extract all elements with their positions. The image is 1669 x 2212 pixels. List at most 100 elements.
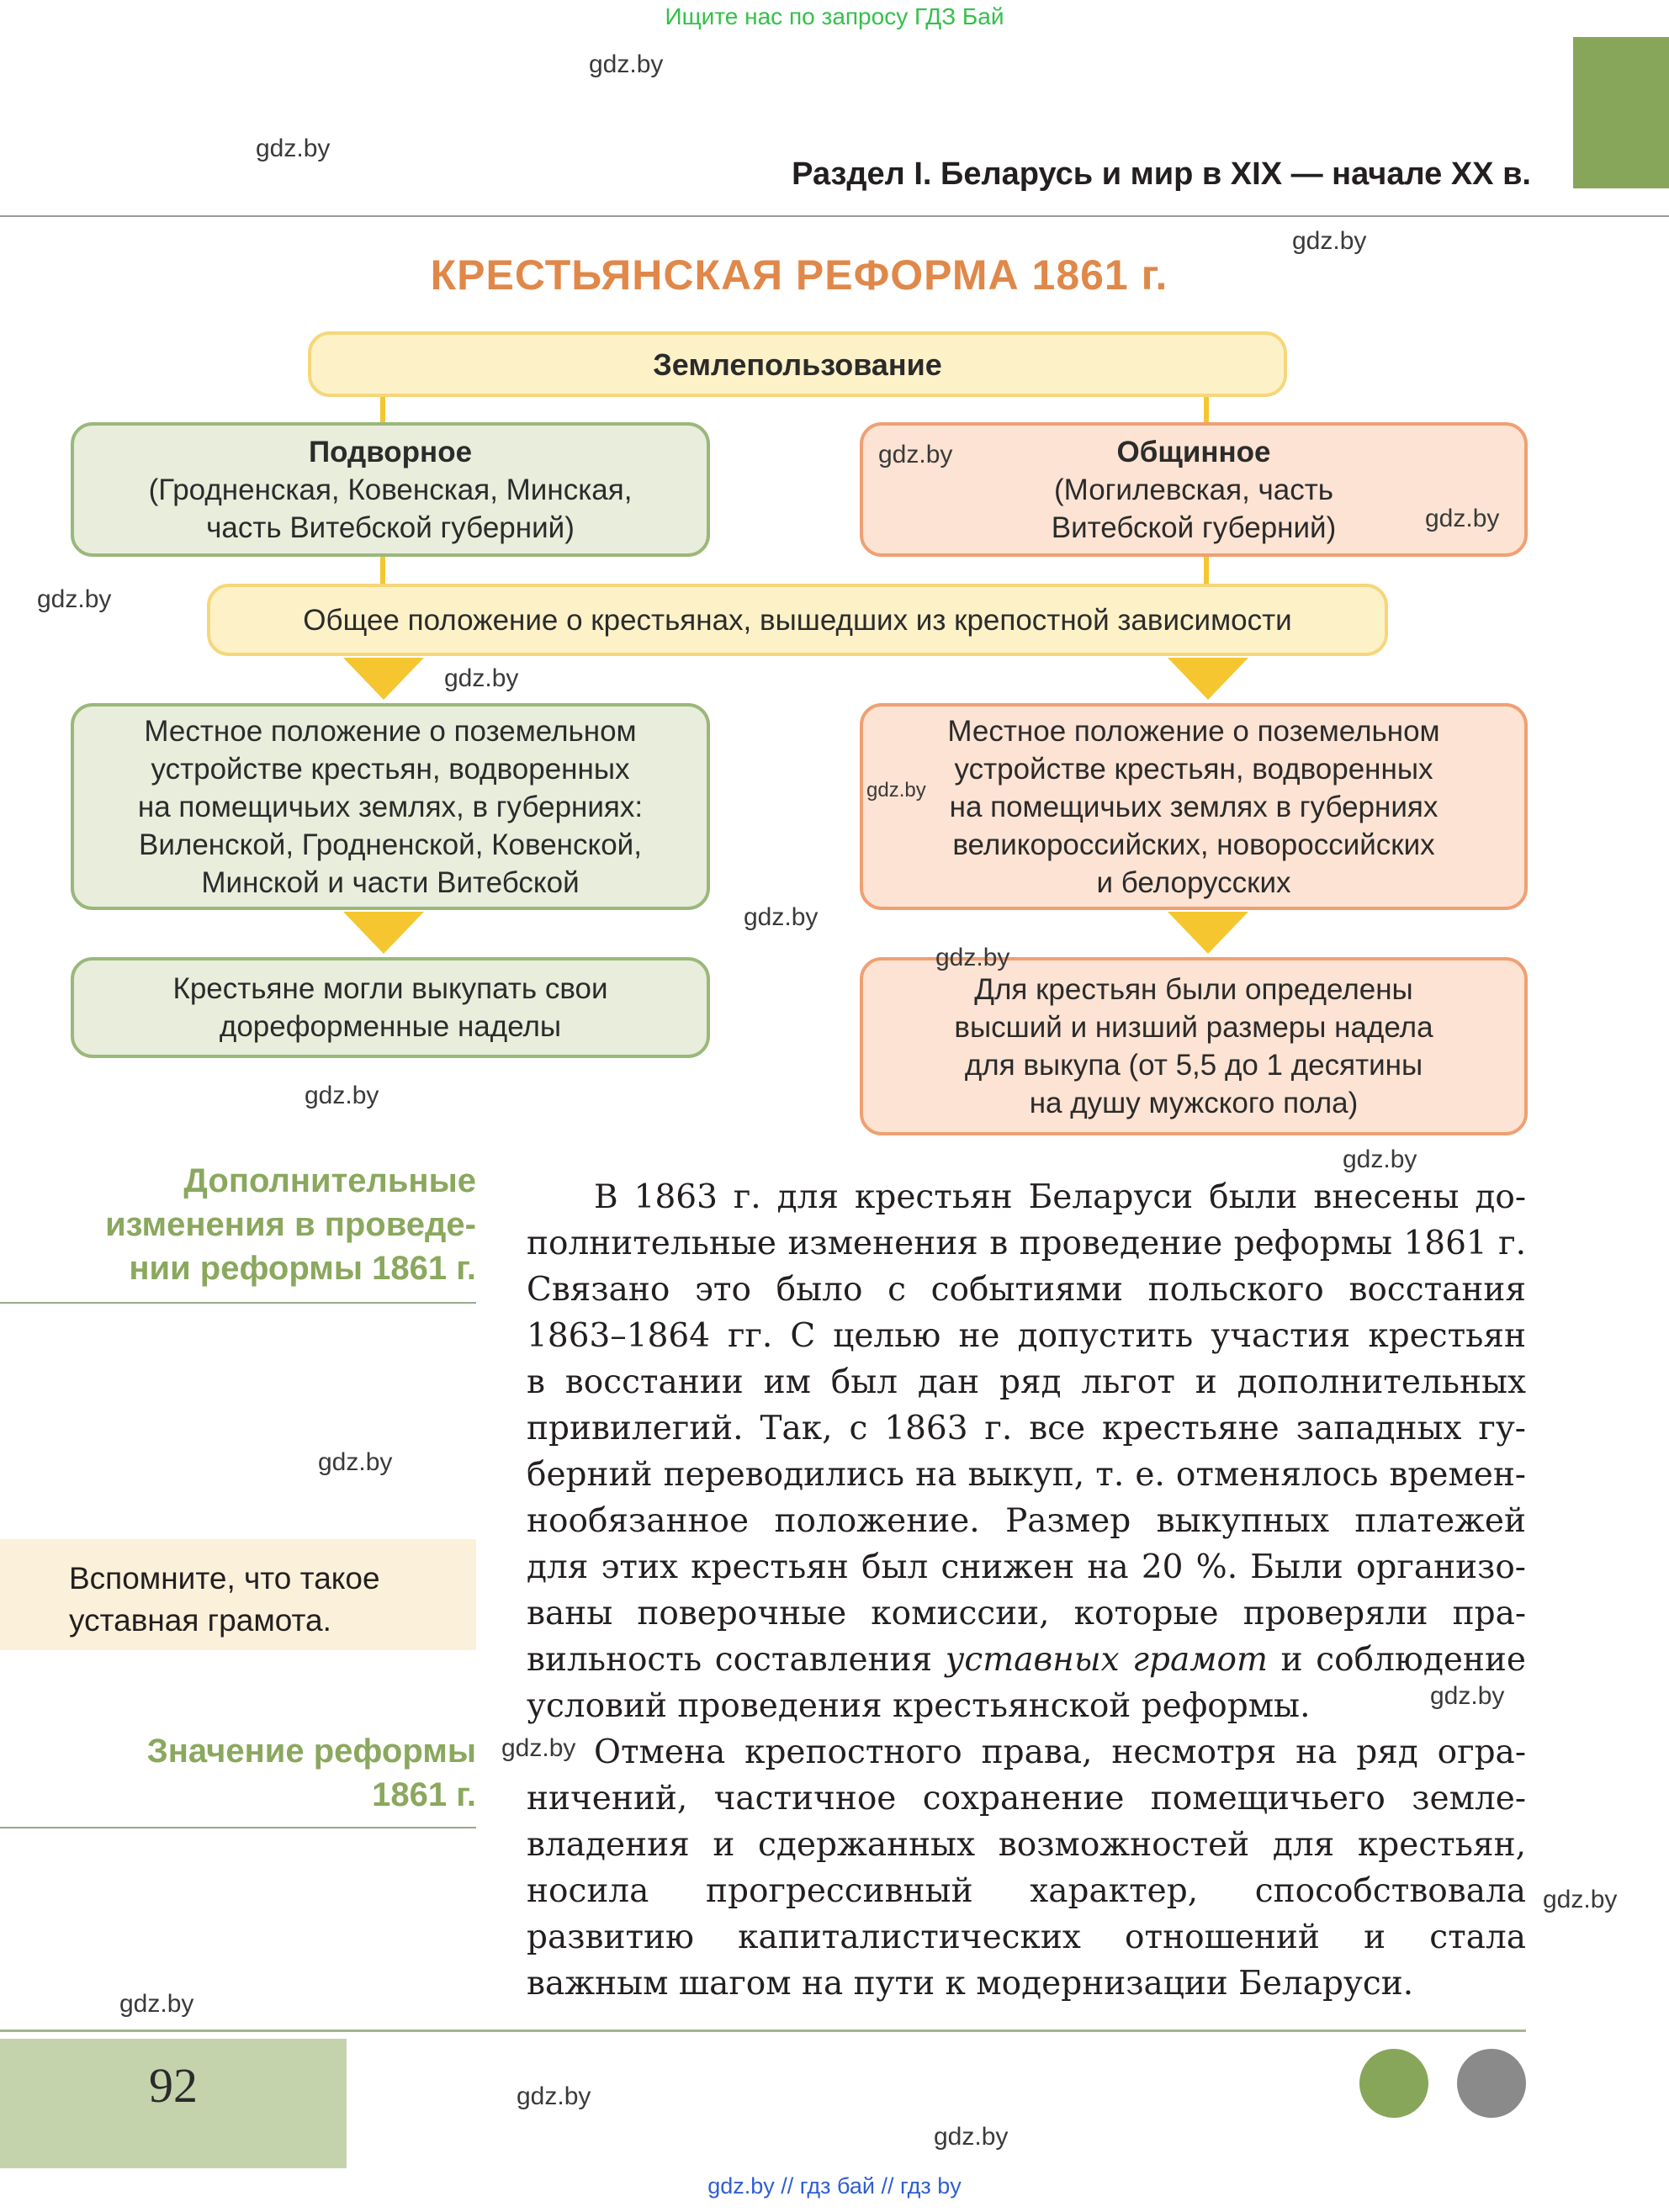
text-fragment: вильность составления	[527, 1641, 946, 1679]
arrow-down-icon	[343, 912, 424, 954]
connector-line	[1204, 394, 1209, 424]
buyout-line: Крестьяне могли выкупать свои	[172, 972, 608, 1005]
text-line: носила прогрессивный характер, способств…	[527, 1872, 1526, 1910]
gray-dot-icon	[1457, 2049, 1526, 2118]
recall-line: Вспомните, что такое	[69, 1561, 380, 1595]
top-banner[interactable]: Ищите нас по запросу ГДЗ Бай	[665, 3, 1004, 29]
household-line: часть Витебской губерний)	[206, 511, 575, 544]
watermark-text: gdz.by	[501, 1734, 576, 1762]
communal-box: Общинное (Могилевская, часть Витебской г…	[860, 422, 1528, 557]
connector-line	[380, 394, 385, 424]
recall-note: Вспомните, что такое уставная грамота.	[0, 1539, 476, 1650]
local-left-line: Виленской, Гродненской, Ковенской,	[139, 828, 642, 861]
watermark-text: gdz.by	[305, 1082, 379, 1109]
watermark-text: gdz.by	[1425, 505, 1500, 532]
allotment-line: на душу мужского пола)	[1029, 1087, 1359, 1119]
watermark-text: gdz.by	[878, 441, 953, 468]
statutory-charters-term: уставных грамот	[945, 1641, 1268, 1679]
text-line: 1863–1864 гг. С целью не допустить участ…	[527, 1317, 1526, 1355]
text-line: берний переводились на выкуп, т. е. отме…	[527, 1456, 1526, 1494]
local-right-line: устройстве крестьян, водворенных	[954, 752, 1433, 786]
land-use-label: Землепользование	[653, 347, 942, 382]
local-right-line: великороссийских, новороссийских	[952, 828, 1435, 861]
watermark-text: gdz.by	[1543, 1886, 1618, 1913]
changes-heading-line: нии реформы 1861 г.	[129, 1250, 476, 1287]
meaning-heading: Значение реформы 1861 г.	[147, 1729, 476, 1817]
text-line: В 1863 г. для крестьян Беларуси были вне…	[594, 1178, 1526, 1216]
section-color-tab	[1573, 37, 1669, 188]
text-line: полнительные изменения в проведение рефо…	[527, 1225, 1526, 1262]
arrow-down-icon	[1168, 912, 1248, 954]
communal-title: Общинное	[1116, 435, 1271, 468]
allotment-line: для выкупа (от 5,5 до 1 десятины	[964, 1049, 1423, 1082]
watermark-text: gdz.by	[866, 779, 926, 802]
local-left-line: устройстве крестьян, водворенных	[151, 752, 630, 786]
household-title: Подворное	[308, 435, 473, 468]
connector-line	[1204, 553, 1209, 585]
buyout-line: дореформенные наделы	[219, 1010, 562, 1043]
section-title: Раздел I. Беларусь и мир в XIX — начале …	[792, 156, 1531, 192]
text-line: условий проведения крестьянской реформы.	[527, 1687, 1311, 1725]
meaning-heading-line: Значение реформы	[146, 1733, 476, 1770]
text-line: ваны поверочные комиссии, которые провер…	[527, 1595, 1526, 1633]
header-divider	[0, 215, 1669, 217]
allotment-line: Для крестьян были определены	[974, 973, 1413, 1006]
watermark-text: gdz.by	[1343, 1146, 1417, 1173]
communal-line: Витебской губерний)	[1051, 511, 1337, 544]
changes-heading-line: Дополнительные	[183, 1162, 476, 1199]
connector-line	[380, 553, 385, 585]
text-line: важным шагом на пути к модернизации Бела…	[527, 1965, 1414, 2003]
watermark-text: gdz.by	[934, 2123, 1009, 2151]
local-left-line: Местное положение о поземельном	[144, 714, 637, 748]
page-number-box	[0, 2039, 347, 2168]
green-dot-icon	[1359, 2049, 1428, 2118]
footer-divider	[0, 2029, 1526, 2032]
changes-heading-line: изменения в проведе-	[105, 1206, 476, 1243]
watermark-text: gdz.by	[1430, 1682, 1505, 1710]
local-right-line: Местное положение о поземельном	[947, 714, 1440, 748]
local-left-line: на помещичьих землях, в губерниях:	[137, 790, 644, 823]
footer-links[interactable]: gdz.by // гдз бай // гдз by	[707, 2173, 962, 2199]
watermark-text: gdz.by	[444, 664, 519, 692]
communal-line: (Могилевская, часть	[1054, 473, 1333, 506]
watermark-text: gdz.by	[37, 585, 112, 613]
text-line: Отмена крепостного права, несмотря на ря…	[594, 1733, 1526, 1771]
sidebar-divider	[0, 1827, 476, 1828]
allotment-size-box: Для крестьян были определены высший и ни…	[860, 957, 1528, 1135]
text-line: владения и сдержанных возможностей для к…	[527, 1826, 1526, 1864]
watermark-text: gdz.by	[318, 1448, 393, 1476]
text-line: вильность составления уставных грамот и …	[527, 1637, 1526, 1683]
text-line: нообязанное положение. Размер выкупных п…	[527, 1502, 1526, 1540]
meaning-heading-line: 1861 г.	[372, 1776, 476, 1813]
text-line: привилегий. Так, с 1863 г. все крестьяне…	[527, 1410, 1526, 1447]
arrow-down-icon	[1168, 658, 1248, 700]
paragraph-changes: В 1863 г. для крестьян Беларуси были вне…	[527, 1174, 1526, 1729]
paragraph-meaning: Отмена крепостного права, несмотря на ря…	[527, 1729, 1526, 2007]
scheme-title: КРЕСТЬЯНСКАЯ РЕФОРМА 1861 г.	[430, 251, 1168, 299]
household-box: Подворное (Гродненская, Ковенская, Минск…	[71, 422, 710, 557]
general-regulation-label: Общее положение о крестьянах, вышедших и…	[303, 603, 1292, 637]
text-line: для этих крестьян был снижен на 20 %. Бы…	[527, 1548, 1526, 1586]
buyout-allotments-box: Крестьяне могли выкупать свои дореформен…	[71, 957, 710, 1058]
watermark-text: gdz.by	[256, 135, 331, 162]
text-line: Связано это было с событиями польского в…	[527, 1271, 1526, 1309]
local-left-line: Минской и части Витебской	[201, 865, 580, 899]
changes-heading: Дополнительные изменения в проведе- нии …	[105, 1159, 476, 1290]
watermark-text: gdz.by	[589, 50, 664, 78]
general-regulation-box: Общее положение о крестьянах, вышедших и…	[207, 584, 1388, 656]
watermark-text: gdz.by	[744, 903, 819, 931]
household-line: (Гродненская, Ковенская, Минская,	[148, 473, 633, 506]
local-regulation-left-box: Местное положение о поземельном устройст…	[71, 703, 710, 910]
local-right-line: на помещичьих землях в губерниях	[949, 790, 1439, 823]
watermark-text: gdz.by	[935, 944, 1010, 971]
text-fragment: и соблюдение	[1268, 1641, 1526, 1679]
recall-line: уставная грамота.	[69, 1603, 331, 1638]
text-line: в восстании им был дан ряд льгот и допол…	[527, 1363, 1526, 1401]
watermark-text: gdz.by	[1292, 227, 1367, 255]
allotment-line: высший и низший размеры надела	[954, 1011, 1433, 1044]
watermark-text: gdz.by	[517, 2082, 591, 2110]
arrow-down-icon	[343, 658, 424, 700]
local-regulation-right-box: Местное положение о поземельном устройст…	[860, 703, 1528, 910]
text-line: развитию капиталистических отношений и с…	[527, 1918, 1526, 1956]
watermark-text: gdz.by	[119, 1990, 194, 2018]
